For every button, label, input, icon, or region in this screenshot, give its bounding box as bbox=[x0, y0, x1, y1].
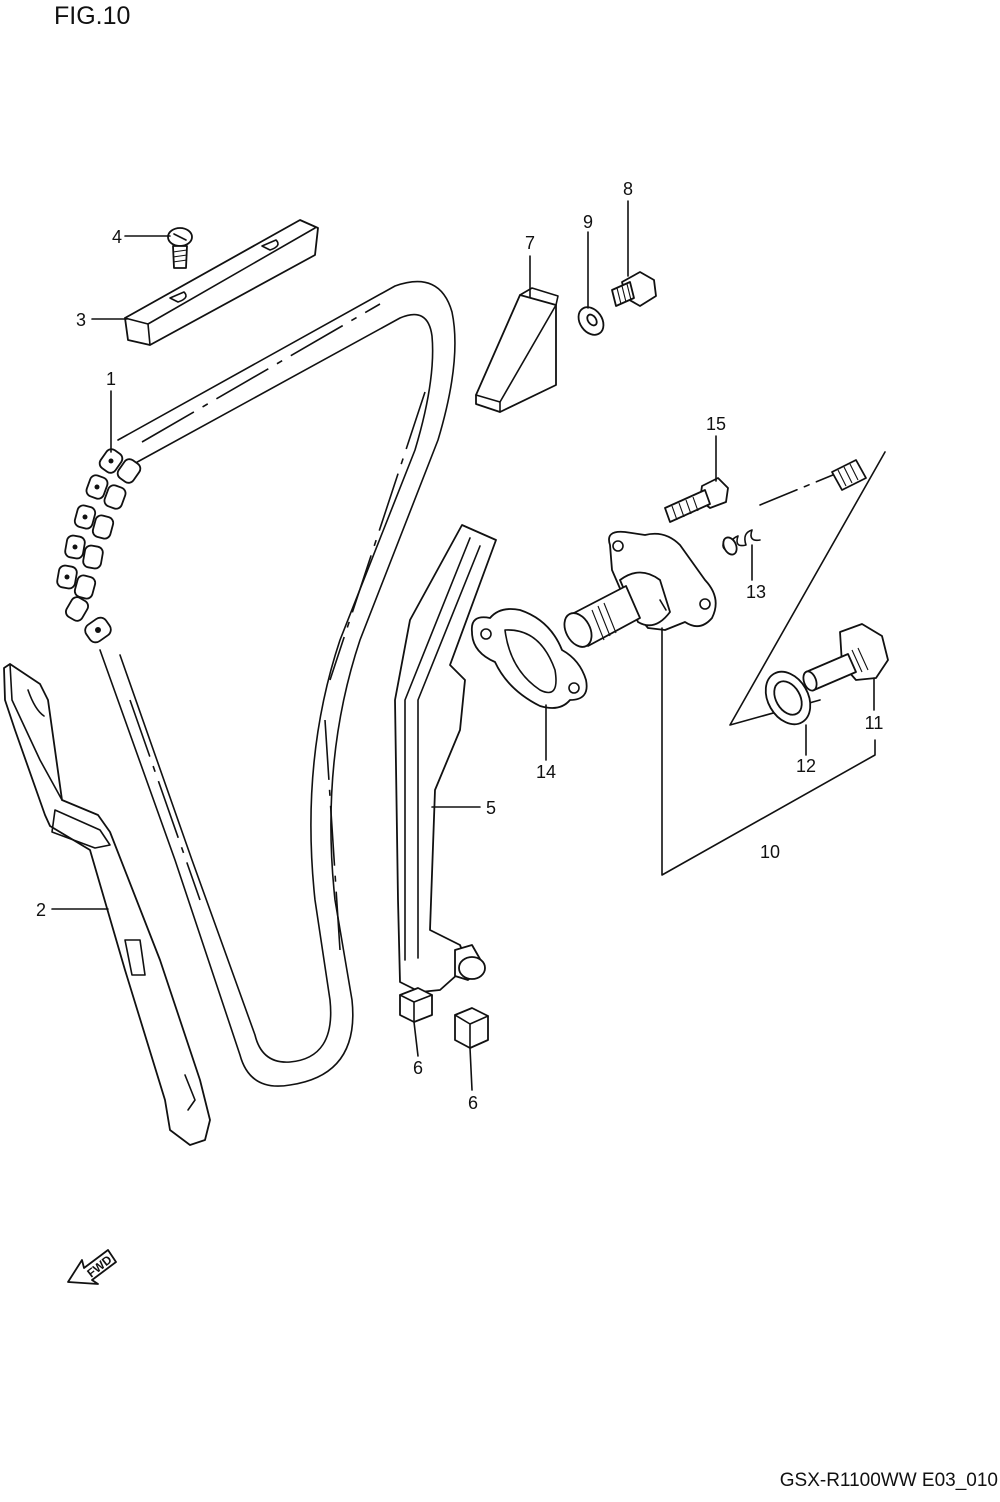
chain-tensioner-assembly bbox=[563, 530, 717, 648]
tensioner-push-rod bbox=[759, 459, 867, 506]
forward-direction-arrow: FWD bbox=[67, 1249, 117, 1285]
chain-damper-block bbox=[475, 287, 559, 413]
callout-14: 14 bbox=[536, 762, 556, 782]
callout-6-right: 6 bbox=[468, 1093, 478, 1113]
callout-7: 7 bbox=[525, 233, 535, 253]
damper-washer bbox=[577, 306, 605, 336]
cap-gasket bbox=[764, 670, 812, 726]
tensioner-gasket bbox=[470, 608, 588, 709]
callout-8: 8 bbox=[623, 179, 633, 199]
tensioner-cap-bolt bbox=[802, 623, 889, 692]
leader-lines bbox=[51, 200, 876, 1091]
callout-3: 3 bbox=[76, 310, 86, 330]
cushion-left bbox=[399, 987, 433, 1023]
callout-5: 5 bbox=[486, 798, 496, 818]
callout-4: 4 bbox=[112, 227, 122, 247]
tensioner-mount-bolt bbox=[664, 477, 729, 523]
chain-guide-top-plate bbox=[124, 219, 319, 346]
model-code-footer: GSX-R1100WW E03_010 bbox=[779, 1470, 998, 1491]
chain-tensioner-guide bbox=[394, 524, 497, 993]
chain-guide-front bbox=[3, 663, 211, 1146]
callout-labels: 4 3 1 2 5 6 6 7 8 9 15 13 14 11 12 10 bbox=[36, 179, 883, 1113]
damper-bolt bbox=[611, 271, 657, 307]
callout-12: 12 bbox=[796, 756, 816, 776]
callout-9: 9 bbox=[583, 212, 593, 232]
callout-13: 13 bbox=[746, 582, 766, 602]
callout-11: 11 bbox=[865, 713, 884, 733]
guide-screw bbox=[167, 227, 193, 269]
callout-6-left: 6 bbox=[413, 1058, 423, 1078]
callout-1: 1 bbox=[106, 369, 116, 389]
callout-10: 10 bbox=[760, 842, 780, 862]
tensioner-spring bbox=[722, 529, 761, 556]
callout-2: 2 bbox=[36, 900, 46, 920]
cam-chain bbox=[56, 280, 456, 1087]
chain-links bbox=[56, 448, 142, 644]
cushion-right bbox=[454, 1007, 489, 1049]
figure-title: FIG.10 bbox=[54, 2, 131, 30]
callout-15: 15 bbox=[706, 414, 726, 434]
